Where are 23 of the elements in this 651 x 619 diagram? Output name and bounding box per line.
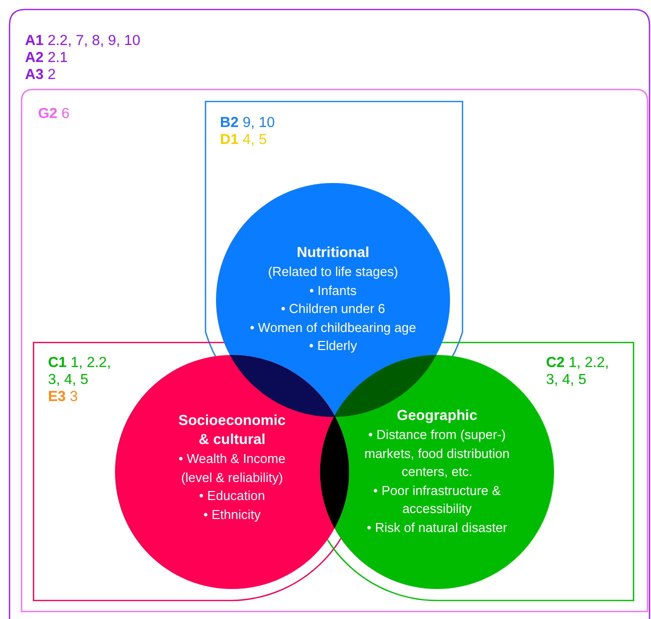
reference-codes: C2 1, 2.2, 3, 4, 5	[546, 355, 610, 389]
reference-codes: E3 3	[48, 389, 78, 406]
reference-codes: D1 4, 5	[220, 132, 267, 149]
circle-text: • Distance from (super-) markets, food distribution centers, etc.	[363, 426, 511, 481]
circle-text: • Ethnicity	[202, 506, 262, 524]
circle-text: • Wealth & Income (level & reliability)	[178, 450, 286, 487]
circle-title: Geographic	[396, 407, 478, 426]
circle-text: • Elderly	[308, 337, 358, 355]
circle-text: • Children under 6	[280, 300, 386, 318]
circle-text: • Women of childbearing age	[248, 318, 418, 337]
reference-codes: C1 1, 2.2, 3, 4, 5	[48, 355, 112, 389]
circle-text: (Related to life stages)	[266, 263, 400, 281]
reference-codes: B2 9, 10	[220, 115, 275, 132]
circle-text: • Education	[198, 487, 266, 505]
circle-title: Socioeconomic & cultural	[177, 412, 287, 450]
circle-text: • Poor infrastructure & accessibility	[372, 482, 502, 518]
reference-codes: A1 2.2, 7, 8, 9, 10	[25, 33, 140, 50]
reference-codes: G2 6	[38, 106, 70, 123]
circle-text: • Risk of natural disaster	[366, 518, 508, 536]
circle-text: • Infants	[308, 282, 358, 300]
reference-codes: A3 2	[25, 67, 56, 84]
circle-title: Nutritional	[296, 244, 370, 263]
reference-codes: A2 2.1	[25, 50, 68, 67]
